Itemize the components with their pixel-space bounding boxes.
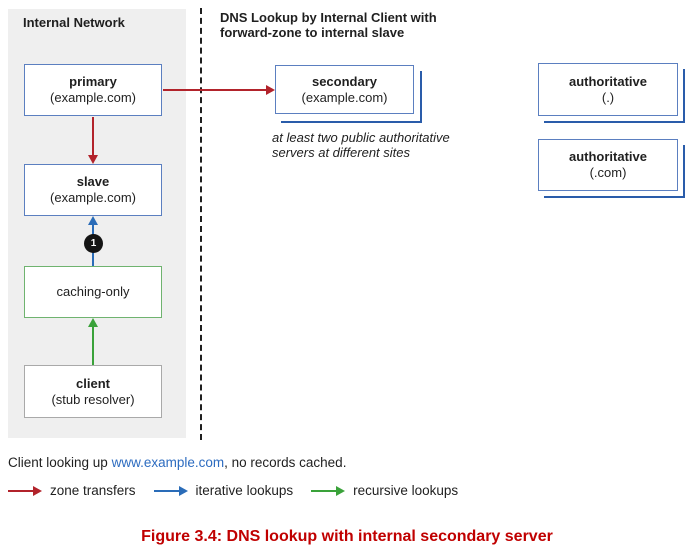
status-suffix: , no records cached. — [224, 455, 347, 470]
legend-item-iterative-lookups: iterative lookups — [153, 483, 294, 498]
authoritative-com-stack-edge — [544, 145, 685, 198]
iterative-lookup-arrowhead-up — [88, 216, 98, 225]
diagram-title-line1: DNS Lookup by Internal Client with — [220, 10, 437, 25]
diagram-title: DNS Lookup by Internal Client with forwa… — [220, 10, 437, 40]
primary-server-node: primary (example.com) — [24, 64, 162, 116]
blue-arrow-icon — [153, 485, 188, 497]
network-boundary-dashed-line — [200, 8, 202, 440]
primary-name: primary — [69, 74, 117, 89]
figure-caption: Figure 3.4: DNS lookup with internal sec… — [141, 528, 553, 545]
authoritative-root-node: authoritative (.) — [538, 63, 678, 116]
step-1-badge: 1 — [84, 234, 103, 253]
authoritative-root-zone: (.) — [601, 89, 615, 105]
legend-label-zone-transfers: zone transfers — [50, 483, 136, 498]
recursive-lookup-arrowhead-up — [88, 318, 98, 327]
red-arrow-icon — [8, 485, 42, 497]
caching-only-name: caching-only — [56, 284, 130, 299]
client-sub: (stub resolver) — [51, 391, 135, 407]
authoritative-root-name: authoritative — [568, 73, 647, 89]
lookup-status-text: Client looking up www.example.com, no re… — [8, 455, 346, 470]
secondary-name: secondary — [311, 73, 378, 89]
legend-item-zone-transfers: zone transfers — [8, 483, 136, 498]
authoritative-servers-note: at least two public authoritative server… — [272, 130, 450, 160]
authoritative-com-name: authoritative — [568, 149, 647, 164]
zone-transfer-arrowhead-down — [88, 155, 98, 164]
zone-transfer-arrow-primary-to-secondary — [163, 89, 266, 91]
secondary-zone: (example.com) — [301, 89, 388, 105]
authoritative-root-stack-edge — [544, 69, 685, 123]
status-hostname: www.example.com — [111, 455, 225, 470]
authoritative-com-node: authoritative (.com) — [538, 139, 678, 191]
secondary-stack-edge — [281, 71, 422, 123]
secondary-server-node: secondary (example.com) — [275, 65, 414, 114]
zone-transfer-arrow-primary-to-slave — [92, 117, 94, 156]
primary-zone: (example.com) — [50, 90, 136, 105]
legend-label-recursive-lookups: recursive lookups — [353, 483, 459, 498]
authoritative-com-zone: (.com) — [589, 165, 627, 180]
zone-transfer-arrowhead-right — [266, 85, 275, 95]
recursive-lookup-arrow-client-to-caching — [92, 326, 94, 365]
client-name: client — [76, 375, 110, 391]
slave-zone: (example.com) — [50, 190, 136, 205]
client-node: client (stub resolver) — [24, 365, 162, 418]
green-arrow-icon — [311, 485, 346, 497]
diagram-title-line2: forward-zone to internal slave — [220, 25, 405, 40]
legend-item-recursive-lookups: recursive lookups — [311, 483, 458, 498]
slave-name: slave — [76, 174, 110, 189]
legend: zone transfers iterative lookups recursi… — [8, 483, 458, 498]
legend-label-iterative-lookups: iterative lookups — [195, 483, 294, 498]
note-line1: at least two public authoritative — [272, 130, 450, 145]
caching-only-node: caching-only — [24, 266, 162, 318]
status-prefix: Client looking up — [8, 455, 112, 470]
slave-server-node: slave (example.com) — [24, 164, 162, 216]
internal-network-title: Internal Network — [23, 15, 125, 30]
note-line2: servers at different sites — [272, 145, 410, 160]
